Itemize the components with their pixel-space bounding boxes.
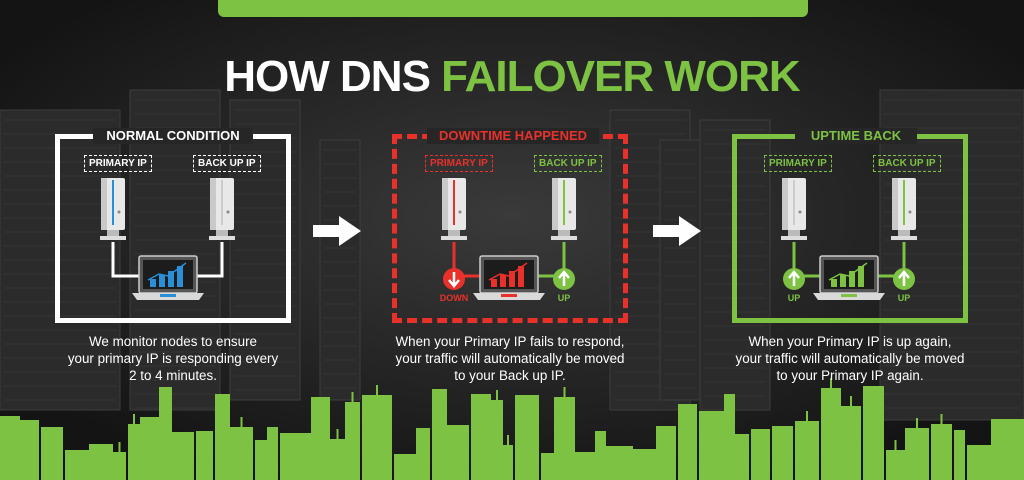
page-title: HOW DNS FAILOVER WORK: [224, 52, 800, 101]
backup-ip-tag: BACK UP IP: [193, 155, 261, 172]
primary-server-icon: [100, 178, 126, 240]
panel-label-downtime: DOWNTIME HAPPENED: [427, 128, 599, 144]
status-label-up: UP: [557, 293, 571, 303]
status-label-up: UP: [787, 293, 801, 303]
laptop-icon: [473, 255, 545, 300]
panel-label-uptime: UPTIME BACK: [795, 128, 917, 144]
connection-wire: [111, 242, 140, 278]
right-arrow-icon: [313, 216, 361, 246]
down-arrow-icon: [443, 268, 465, 290]
primary-ip-tag: PRIMARY IP: [764, 155, 832, 172]
up-arrow-icon: [553, 268, 575, 290]
top-banner: [218, 0, 808, 17]
backup-ip-tag: BACK UP IP: [873, 155, 941, 172]
backup-server-icon: [891, 178, 917, 240]
primary-ip-tag: PRIMARY IP: [84, 155, 152, 172]
primary-server-icon: [781, 178, 807, 240]
up-arrow-icon: [893, 268, 915, 290]
laptop-icon: [813, 255, 885, 300]
status-label-up: UP: [897, 293, 911, 303]
primary-server-icon: [441, 178, 467, 240]
backup-server-icon: [209, 178, 235, 240]
caption-uptime: When your Primary IP is up again,your tr…: [735, 334, 965, 383]
caption-downtime: When your Primary IP fails to respond,yo…: [395, 334, 625, 383]
up-arrow-icon: [783, 268, 805, 290]
laptop-icon: [132, 255, 204, 300]
right-arrow-icon: [653, 216, 701, 246]
primary-ip-tag: PRIMARY IP: [425, 155, 493, 172]
connection-wire: [196, 242, 224, 278]
backup-server-icon: [551, 178, 577, 240]
backup-ip-tag: BACK UP IP: [534, 155, 602, 172]
panel-label-normal: NORMAL CONDITION: [93, 128, 253, 144]
status-label-down: DOWN: [439, 293, 469, 303]
